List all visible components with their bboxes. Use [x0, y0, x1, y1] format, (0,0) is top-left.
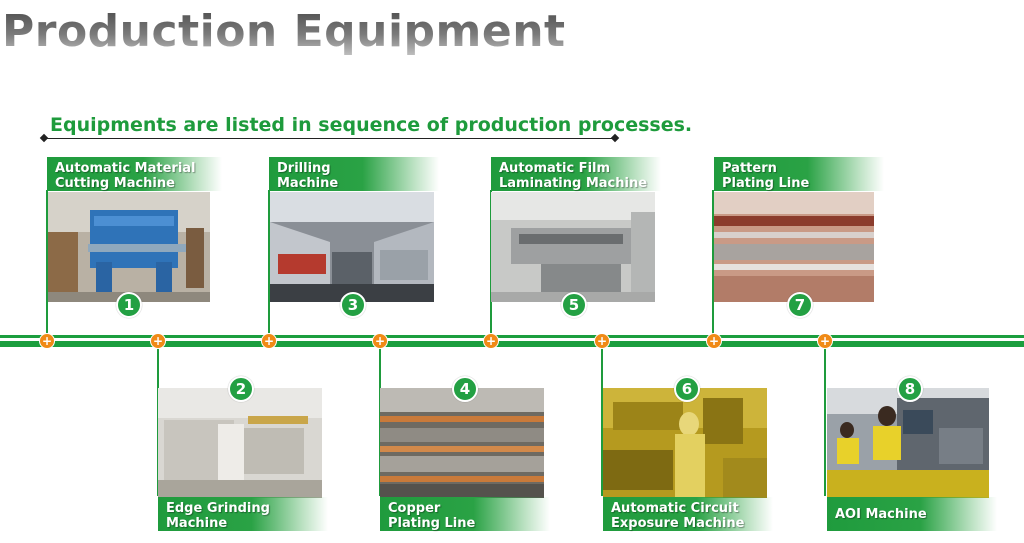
connector-7: [712, 190, 714, 336]
timeline-node-3: +: [261, 333, 277, 349]
step-4-photo: [380, 388, 544, 498]
timeline-node-5: +: [483, 333, 499, 349]
subtitle-underline: [44, 138, 617, 139]
step-4-line2: Plating Line: [388, 516, 476, 531]
step-3-photo: [270, 192, 434, 302]
step-1-photo: [48, 192, 210, 302]
connector-8: [824, 346, 826, 496]
timeline-node-2: +: [150, 333, 166, 349]
step-5-label: Automatic Film Laminating Machine: [491, 157, 661, 191]
connector-3: [268, 190, 270, 336]
step-6-number: 6: [674, 376, 700, 402]
timeline-node-7: +: [706, 333, 722, 349]
step-5-number: 5: [561, 292, 587, 318]
step-5-photo: [491, 192, 655, 302]
step-4-line1: Copper: [388, 501, 441, 516]
timeline-bar: [0, 335, 1024, 347]
step-7-label: Pattern Plating Line: [714, 157, 884, 191]
step-3-line1: Drilling: [277, 161, 331, 176]
page-subtitle: Equipments are listed in sequence of pro…: [50, 114, 693, 136]
step-4-number: 4: [452, 376, 478, 402]
step-3-line2: Machine: [277, 176, 339, 191]
step-1-label: Automatic Material Cutting Machine: [47, 157, 222, 191]
connector-6: [601, 346, 603, 496]
step-2-line1: Edge Grinding: [166, 501, 270, 516]
step-6-line1: Automatic Circuit: [611, 501, 739, 516]
step-7-line2: Plating Line: [722, 176, 810, 191]
step-3-number: 3: [340, 292, 366, 318]
step-1-number: 1: [116, 292, 142, 318]
timeline-node-1: +: [39, 333, 55, 349]
connector-1: [46, 190, 48, 336]
step-2-label: Edge Grinding Machine: [158, 497, 328, 531]
step-7-line1: Pattern: [722, 161, 777, 176]
step-6-line2: Exposure Machine: [611, 516, 745, 531]
step-7-number: 7: [787, 292, 813, 318]
timeline-node-6: +: [594, 333, 610, 349]
step-8-number: 8: [897, 376, 923, 402]
step-1-line1: Automatic Material: [55, 161, 196, 176]
step-6-photo: [603, 388, 767, 498]
step-2-line2: Machine: [166, 516, 228, 531]
step-1-line2: Cutting Machine: [55, 176, 175, 191]
step-2-photo: [158, 388, 322, 498]
timeline-node-4: +: [372, 333, 388, 349]
step-5-line2: Laminating Machine: [499, 176, 648, 191]
timeline-node-8: +: [817, 333, 833, 349]
step-2-number: 2: [228, 376, 254, 402]
page-title: Production Equipment: [2, 6, 566, 57]
step-6-label: Automatic Circuit Exposure Machine: [603, 497, 773, 531]
step-8-photo: [827, 388, 989, 498]
step-7-photo: [714, 192, 874, 302]
step-8-label: AOI Machine: [827, 497, 997, 531]
underline-left-diamond: [39, 133, 49, 143]
step-5-line1: Automatic Film: [499, 161, 611, 176]
step-8-line1: AOI Machine: [835, 507, 927, 522]
step-3-label: Drilling Machine: [269, 157, 439, 191]
step-4-label: Copper Plating Line: [380, 497, 550, 531]
